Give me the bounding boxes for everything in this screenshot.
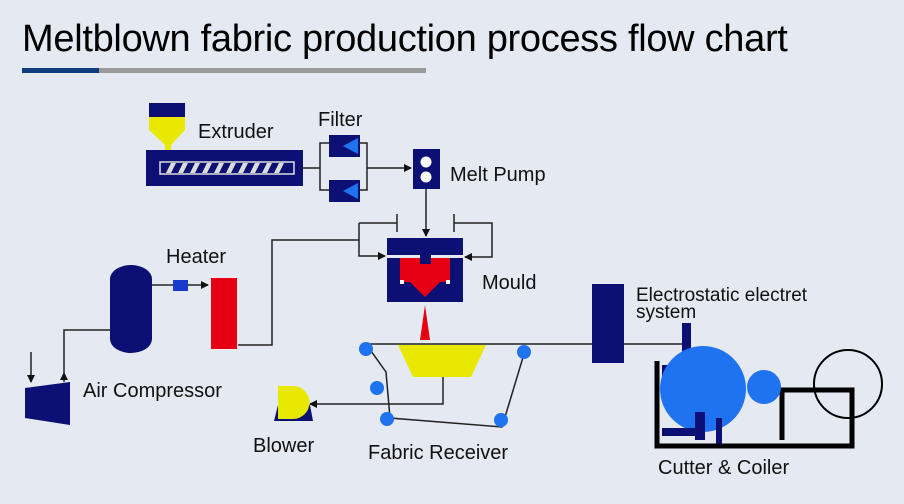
blower xyxy=(274,386,313,421)
hopper xyxy=(149,117,185,160)
mould xyxy=(238,214,493,346)
label-electret-line2: system xyxy=(636,302,697,323)
page-title: Meltblown fabric production process flow… xyxy=(22,18,788,60)
label-extruder: Extruder xyxy=(198,121,274,143)
filter xyxy=(303,135,412,202)
heater xyxy=(211,278,237,349)
fabric-receiver xyxy=(309,342,596,428)
label-electret-line1: Electrostatic electret xyxy=(636,285,808,306)
melt-pump xyxy=(413,149,440,237)
extruder xyxy=(146,103,303,186)
extruder-screw xyxy=(159,161,295,175)
label-fabric-receiver: Fabric Receiver xyxy=(368,442,509,464)
title-underline xyxy=(99,68,426,73)
title-underline-accent xyxy=(22,68,99,73)
air-tank xyxy=(110,265,209,353)
label-heater: Heater xyxy=(166,246,227,268)
label-melt-pump: Melt Pump xyxy=(450,164,546,186)
cutter-coiler xyxy=(654,346,883,449)
label-mould: Mould xyxy=(482,272,537,294)
hopper-cap xyxy=(149,103,185,117)
electret-system xyxy=(592,284,691,363)
label-cutter-coiler: Cutter & Coiler xyxy=(658,457,790,479)
label-blower: Blower xyxy=(253,435,315,457)
fiber-jet xyxy=(420,305,430,340)
label-filter: Filter xyxy=(318,109,363,131)
suction-hood xyxy=(398,345,486,377)
label-air-compressor: Air Compressor xyxy=(83,380,222,402)
air-compressor xyxy=(25,329,110,425)
